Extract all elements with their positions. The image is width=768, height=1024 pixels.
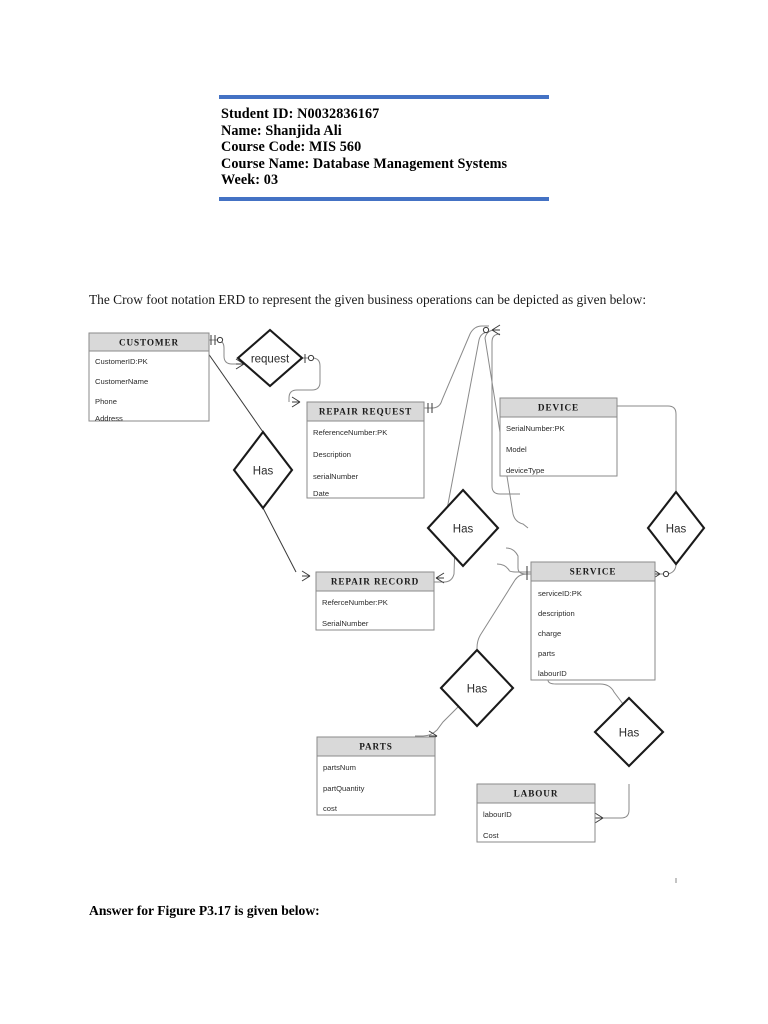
connector-customer-has [202, 345, 264, 433]
entity-repair-request-attr-3: Date [313, 489, 329, 498]
cardinality-repairrequest-many [291, 396, 301, 408]
answer-paragraph: Answer for Figure P3.17 is given below: [89, 903, 320, 918]
header-line-student-id: Student ID: N0032836167 [221, 106, 380, 122]
relationship-has-2-label: Has [453, 524, 474, 536]
connector-repairrecord-has [434, 513, 457, 583]
entity-parts-attr-2: cost [323, 804, 338, 813]
student-header-block: Student ID: N0032836167 Name: Shanjida A… [219, 95, 549, 201]
cardinality-repairrecord-many [301, 570, 311, 582]
erd-diagram: CUSTOMER CustomerID:PK CustomerName Phon… [0, 318, 768, 883]
cardinality-service-one [526, 566, 532, 580]
connector-device-has-service [447, 331, 490, 515]
entity-device-attr-2: deviceType [506, 466, 544, 475]
relationship-has-4-label: Has [467, 684, 488, 696]
relationship-has-device-right[interactable]: Has [646, 490, 706, 566]
intro-paragraph: The Crow foot notation ERD to represent … [89, 292, 647, 307]
relationship-request[interactable]: request [236, 328, 304, 388]
entity-repair-request-attr-2: serialNumber [313, 472, 359, 481]
entity-device[interactable]: DEVICE SerialNumber:PK Model deviceType [499, 397, 618, 477]
entity-service-attr-2: charge [538, 629, 561, 638]
entity-device-attr-1: Model [506, 445, 527, 454]
connector-repairrequest-device [424, 325, 489, 409]
relationship-has-3-diamond [646, 490, 706, 566]
entity-customer-title: CUSTOMER [119, 338, 179, 348]
relationship-has-1-label: Has [253, 466, 274, 478]
cardinality-request-right-optional [307, 354, 315, 362]
entity-repair-request[interactable]: REPAIR REQUEST ReferenceNumber:PK Descri… [306, 401, 425, 499]
cardinality-customer-one [210, 335, 216, 345]
relationship-has-3-label: Has [666, 524, 687, 536]
header-rule-bottom [219, 196, 549, 201]
cardinality-repairrecord-right-many [435, 572, 445, 584]
header-rule-top [219, 95, 549, 99]
header-line-name: Name: Shanjida Ali [221, 122, 342, 139]
entity-parts-attr-1: partQuantity [323, 784, 365, 793]
connector-device-right-has [617, 405, 677, 492]
entity-labour-title: LABOUR [514, 789, 559, 799]
entity-repair-record-title: REPAIR RECORD [331, 577, 419, 587]
cardinality-labour-many [594, 812, 604, 824]
entity-device-title: DEVICE [538, 403, 579, 413]
entity-service-body [530, 561, 656, 681]
entity-customer-attr-3: Address [95, 414, 123, 423]
connector-device-service [484, 329, 529, 529]
relationship-has-5-diamond [593, 696, 665, 768]
entity-customer[interactable]: CUSTOMER CustomerID:PK CustomerName Phon… [88, 332, 210, 423]
header-line-course-name: Course Name: Database Management Systems [221, 155, 508, 172]
entity-service-attr-4: labourID [538, 669, 567, 678]
relationship-has-labour-service[interactable]: Has [593, 696, 665, 768]
entity-service-title: SERVICE [570, 567, 617, 577]
entity-labour-attr-0: labourID [483, 810, 512, 819]
cardinality-device-many [491, 324, 501, 336]
erd-canvas: CUSTOMER CustomerID:PK CustomerName Phon… [88, 324, 706, 883]
entity-labour-attr-1: Cost [483, 831, 500, 840]
relationship-has-1-diamond [232, 430, 294, 510]
entity-customer-attr-2: Phone [95, 397, 117, 406]
entity-repair-record-attr-0: ReferceNumber:PK [322, 598, 388, 607]
relationship-has-5-label: Has [619, 728, 640, 740]
cardinality-customer-optional [216, 336, 224, 344]
header-line-week: Week: 03 [221, 172, 279, 189]
relationship-has-customer-repairrecord[interactable]: Has [232, 430, 294, 510]
entity-repair-record[interactable]: REPAIR RECORD ReferceNumber:PK SerialNum… [315, 571, 435, 631]
relationship-has-device-service[interactable]: Has [426, 488, 500, 568]
connector-device-wrap [491, 333, 520, 495]
entity-repair-request-attr-1: Description [313, 450, 351, 459]
entity-service-attr-0: serviceID:PK [538, 589, 582, 598]
entity-repair-record-attr-1: SerialNumber [322, 619, 369, 628]
relationship-request-diamond [236, 328, 304, 388]
header-line-course-code: Course Code: MIS 560 [221, 139, 362, 156]
relationship-request-label: request [251, 354, 290, 366]
relationship-has-4-diamond [439, 648, 515, 728]
entity-parts[interactable]: PARTS partsNum partQuantity cost [316, 736, 436, 816]
relationship-has-parts-service[interactable]: Has [439, 648, 515, 728]
connector-has-repairrecord [262, 507, 297, 573]
entity-device-attr-0: SerialNumber:PK [506, 424, 565, 433]
cardinality-device-optional [482, 326, 490, 334]
relationship-has-2-diamond [426, 488, 500, 568]
entity-service-attr-3: parts [538, 649, 555, 658]
entity-service[interactable]: SERVICE serviceID:PK description charge … [530, 561, 656, 681]
entity-labour[interactable]: LABOUR labourID Cost [476, 783, 596, 843]
entity-service-attr-1: description [538, 609, 575, 618]
connector-parts-has-service [476, 573, 531, 650]
entity-parts-attr-0: partsNum [323, 763, 356, 772]
header-text-lines: Student ID: N0032836167 Name: Shanjida A… [219, 99, 549, 191]
connector-service-bundle-b [496, 563, 531, 573]
connector-service-bundle-a [505, 547, 531, 575]
entity-customer-attr-1: CustomerName [95, 377, 148, 386]
connector-request-repairrequest [288, 357, 321, 402]
connector-has-parts [415, 705, 460, 737]
entity-repair-request-title: REPAIR REQUEST [319, 407, 412, 417]
erd-cardinality-marks [210, 324, 670, 824]
entity-customer-attr-0: CustomerID:PK [95, 357, 148, 366]
cardinality-service-optional [662, 570, 670, 578]
entity-repair-request-attr-0: ReferenceNumber:PK [313, 428, 387, 437]
cardinality-repairrequest-one [427, 403, 433, 413]
connector-has-labour [601, 784, 630, 819]
entity-parts-title: PARTS [359, 742, 393, 752]
